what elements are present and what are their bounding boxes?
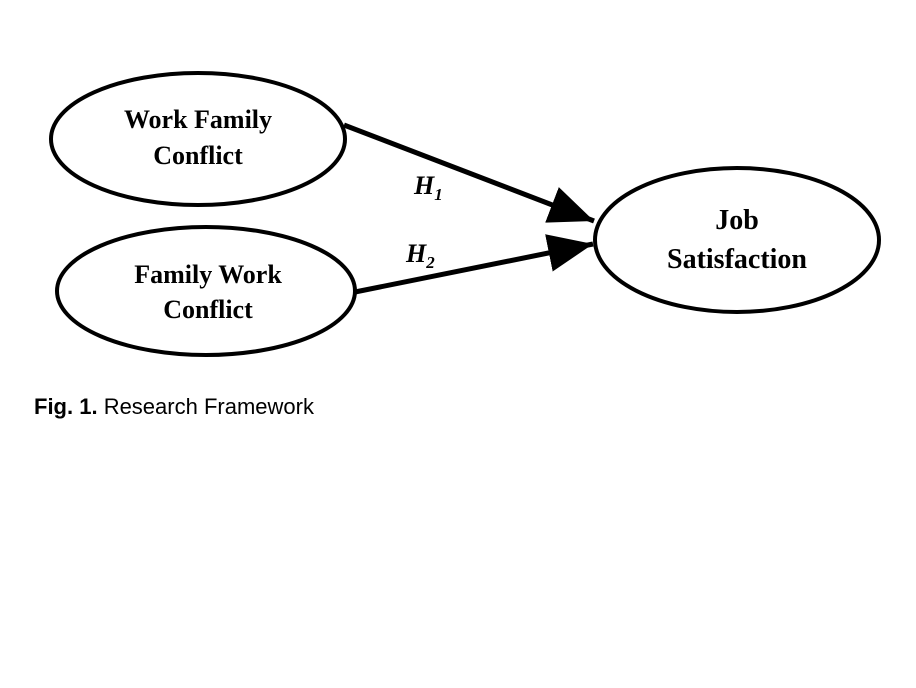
- node-family-work-conflict-shape: [55, 225, 357, 357]
- edge-h2: H2: [354, 234, 594, 295]
- figure-caption-prefix: Fig. 1.: [34, 394, 98, 419]
- edge-h1-label: H1: [413, 171, 443, 204]
- figure-caption-text: Research Framework: [103, 394, 314, 419]
- node-work-family-conflict-shape: [49, 71, 347, 207]
- node-work-family-conflict-line1: Work Family: [124, 105, 272, 134]
- figure-caption: Fig. 1. Research Framework: [34, 394, 314, 420]
- edge-h1: H1: [343, 122, 595, 224]
- node-job-satisfaction: Job Satisfaction: [593, 166, 881, 314]
- node-job-satisfaction-line2: Satisfaction: [667, 244, 807, 275]
- node-work-family-conflict-line2: Conflict: [153, 141, 243, 170]
- edge-h2-arrow: [354, 234, 594, 295]
- node-job-satisfaction-line1: Job: [715, 205, 759, 236]
- node-work-family-conflict: Work Family Conflict: [49, 71, 347, 207]
- node-family-work-conflict: Family Work Conflict: [55, 225, 357, 357]
- edge-h2-label: H2: [405, 239, 435, 272]
- node-family-work-conflict-line1: Family Work: [134, 260, 282, 289]
- node-family-work-conflict-line2: Conflict: [163, 295, 253, 324]
- edge-h1-arrow: [343, 122, 595, 224]
- node-job-satisfaction-shape: [593, 166, 881, 314]
